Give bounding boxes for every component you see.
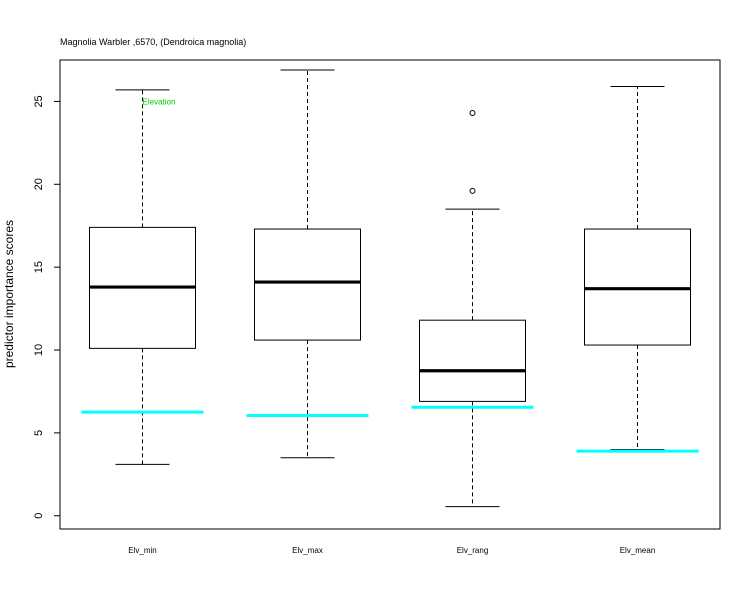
chart-title: Magnolia Warbler ,6570, (Dendroica magno… <box>60 37 246 47</box>
outlier-point <box>469 187 476 194</box>
x-tick-label: Elv_max <box>292 546 323 555</box>
x-axis: Elv_min Elv_max Elv_rang Elv_mean <box>128 546 655 555</box>
y-axis: 0 5 10 15 20 25 <box>33 95 60 519</box>
x-tick-label: Elv_min <box>128 546 156 555</box>
y-tick-label: 5 <box>33 430 45 436</box>
x-tick-label: Elv_mean <box>620 546 656 555</box>
box-series: Elevation <box>81 69 699 508</box>
interquartile-box <box>419 319 526 402</box>
y-tick-label: 10 <box>33 344 45 356</box>
y-axis-label: predictor importance scores <box>2 220 16 368</box>
interquartile-box <box>584 228 691 346</box>
y-tick-label: 0 <box>33 513 45 519</box>
y-tick-label: 25 <box>33 95 45 107</box>
box-elv-max <box>246 69 369 459</box>
y-tick-label: 15 <box>33 261 45 273</box>
x-tick-label: Elv_rang <box>457 546 489 555</box>
box-elv-min <box>81 89 204 465</box>
interquartile-box <box>254 228 361 341</box>
elevation-annotation: Elevation <box>143 97 176 106</box>
box-elv-mean <box>576 86 699 453</box>
y-tick-label: 20 <box>33 178 45 190</box>
plot-frame <box>59 59 721 530</box>
box-elv-rang <box>411 110 534 508</box>
outlier-point <box>469 110 476 117</box>
